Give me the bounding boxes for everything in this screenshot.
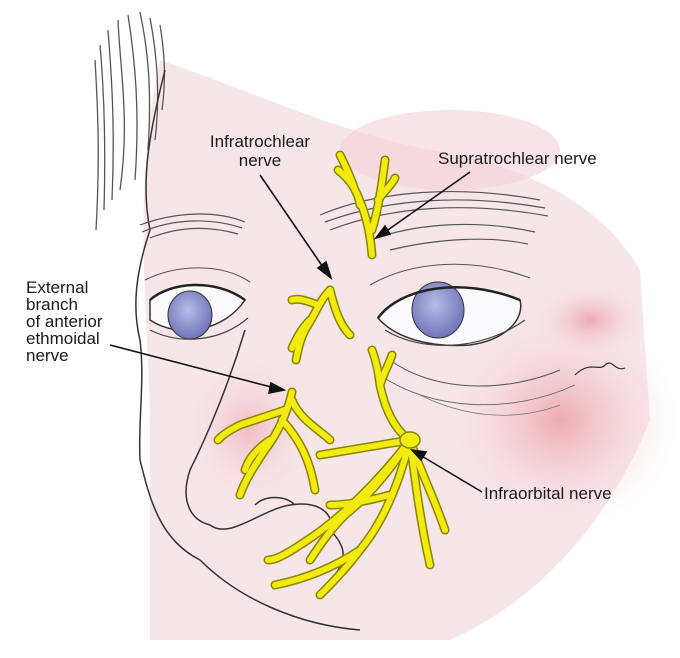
leader-lines (109, 171, 483, 493)
right-eye (369, 263, 576, 416)
label-infratrochlear-line-2: nerve (238, 151, 282, 170)
label-external-branch-anterior-ethmoidal-nerve: External branch of anterior ethmoidal ne… (26, 279, 103, 364)
label-external-line-3: of anterior (26, 312, 103, 331)
left-eye (144, 267, 251, 340)
label-infraorbital-nerve: Infraorbital nerve (484, 484, 612, 503)
label-external-line-4: ethmoidal (26, 329, 100, 348)
label-external-line-1: External (26, 278, 89, 297)
hair (94, 11, 166, 231)
infraorbital-foramen (399, 431, 421, 449)
label-infratrochlear-nerve: Infratrochlear nerve (168, 132, 352, 170)
nerves (213, 150, 450, 600)
artist-signature (574, 362, 626, 376)
label-external-line-5: nerve (26, 346, 69, 365)
label-supratrochlear-nerve: Supratrochlear nerve (438, 149, 597, 168)
label-external-line-2: branch (26, 295, 78, 314)
label-infratrochlear-line-1: Infratrochlear (209, 132, 311, 151)
